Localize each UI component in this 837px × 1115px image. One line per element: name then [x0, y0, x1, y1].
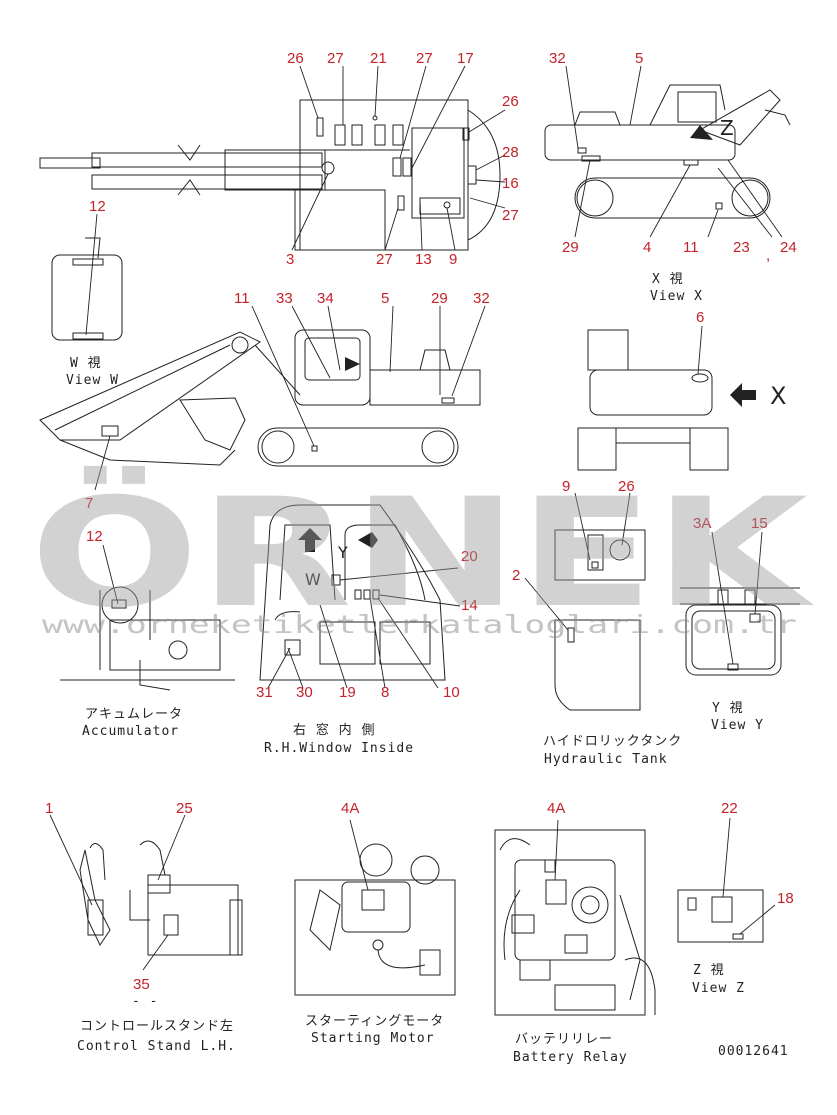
battery-relay-drawing [494, 819, 656, 1016]
side-view-callouts: 11 33 34 5 29 32 7 [85, 290, 490, 512]
callout-29-side: 29 [431, 290, 448, 307]
callout-20: 20 [461, 548, 478, 565]
control-caption-jp: コントロールスタンド左 [80, 1019, 234, 1034]
starting-motor-drawing [294, 819, 456, 996]
window-drawing: Y W [259, 504, 461, 689]
control-caption-dash: - - [132, 994, 158, 1009]
view-x-caption-en: View X [650, 289, 703, 304]
top-view-drawing [39, 65, 506, 251]
callout-4a-starting: 4A [341, 800, 359, 817]
callout-34: 34 [317, 290, 334, 307]
callout-11: 11 [683, 239, 699, 256]
rear-view-drawing: X [577, 325, 786, 471]
view-x-direction-letter: X [770, 382, 786, 410]
callout-29: 29 [562, 239, 579, 256]
tank-caption-en: Hydraulic Tank [544, 752, 668, 767]
view-w-drawing [51, 213, 123, 341]
callout-3: 3 [286, 251, 294, 268]
view-z-caption-jp: Z 視 [693, 963, 725, 978]
callout-19: 19 [339, 684, 356, 701]
callout-18: 18 [777, 890, 794, 907]
callout-32: 32 [549, 50, 566, 67]
callout-27a: 27 [327, 50, 344, 67]
hydraulic-tank-drawing [524, 492, 646, 711]
svg-text:Z: Z [720, 116, 734, 140]
view-y-drawing [680, 531, 800, 676]
view-w-caption-en: View W [66, 373, 119, 388]
starting-caption-en: Starting Motor [311, 1031, 435, 1046]
window-caption-en: R.H.Window Inside [264, 741, 414, 756]
callout-28: 28 [502, 144, 519, 161]
callout-2: 2 [512, 567, 520, 584]
callout-5: 5 [635, 50, 643, 67]
battery-caption-en: Battery Relay [513, 1050, 628, 1065]
view-w-direction-letter: W [305, 570, 321, 589]
callout-27b: 27 [416, 50, 433, 67]
view-z-drawing [677, 817, 776, 943]
callout-15: 15 [751, 515, 768, 532]
view-z-caption-en: View Z [692, 981, 745, 996]
callout-3a: 3A [693, 515, 711, 532]
callout-14: 14 [461, 597, 478, 614]
callout-30: 30 [296, 684, 313, 701]
view-x-caption-jp: X 視 [652, 272, 684, 287]
window-callouts: 20 14 31 30 19 8 10 [256, 548, 478, 701]
callout-10: 10 [443, 684, 460, 701]
callout-4: 4 [643, 239, 651, 256]
side-view-drawing [39, 305, 486, 491]
callout-31: 31 [256, 684, 273, 701]
view-x-callouts: 32 5 29 4 11 23 24 , [549, 50, 797, 264]
callout-11-side: 11 [234, 290, 250, 307]
callout-9: 9 [449, 251, 457, 268]
view-y-caption-jp: Y 視 [712, 701, 744, 716]
callout-26-tank: 26 [618, 478, 635, 495]
tank-caption-jp: ハイドロリックタンク [543, 734, 682, 749]
callout-33: 33 [276, 290, 293, 307]
callout-25: 25 [176, 800, 193, 817]
watermark-big-text: ÖRNEK [30, 465, 814, 641]
callout-8: 8 [381, 684, 389, 701]
callout-comma: , [766, 247, 770, 264]
starting-caption-jp: スターティングモータ [305, 1014, 444, 1029]
callout-32-side: 32 [473, 290, 490, 307]
callout-23: 23 [733, 239, 750, 256]
callout-13: 13 [415, 251, 432, 268]
callout-35: 35 [133, 976, 150, 993]
view-w-caption-jp: W 視 [70, 356, 102, 371]
view-y-caption-en: View Y [711, 718, 764, 733]
control-caption-en: Control Stand L.H. [77, 1039, 236, 1054]
drawing-number: 00012641 [718, 1044, 789, 1059]
callout-12-accumulator: 12 [86, 528, 103, 545]
accumulator-caption-jp: アキュムレータ [85, 707, 183, 722]
callout-5-side: 5 [381, 290, 389, 307]
callout-27c: 27 [502, 207, 519, 224]
top-view-callouts: 26 27 21 27 17 26 28 16 27 9 13 27 3 [286, 50, 519, 268]
callout-17: 17 [457, 50, 474, 67]
callout-21: 21 [370, 50, 387, 67]
callout-1: 1 [45, 800, 53, 817]
watermark-url-text: www.orneketiketlerkataloglari.com.tr [42, 610, 797, 639]
battery-caption-jp: バッテリリレー [515, 1032, 613, 1047]
callout-16: 16 [502, 175, 519, 192]
callout-22: 22 [721, 800, 738, 817]
view-y-direction-letter: Y [337, 543, 348, 562]
control-stand-drawing [49, 814, 243, 971]
view-x-drawing: Z [544, 65, 791, 238]
callout-12-view-w: 12 [89, 198, 106, 215]
callout-4a-battery: 4A [547, 800, 565, 817]
window-caption-jp: 右 窓 内 側 [293, 722, 375, 738]
callout-26a: 26 [287, 50, 304, 67]
callout-26b: 26 [502, 93, 519, 110]
callout-7: 7 [85, 495, 93, 512]
callout-27d: 27 [376, 251, 393, 268]
accumulator-drawing [60, 544, 235, 691]
callout-9-tank: 9 [562, 478, 570, 495]
callout-24: 24 [780, 239, 797, 256]
accumulator-caption-en: Accumulator [82, 724, 179, 739]
callout-6: 6 [696, 309, 704, 326]
